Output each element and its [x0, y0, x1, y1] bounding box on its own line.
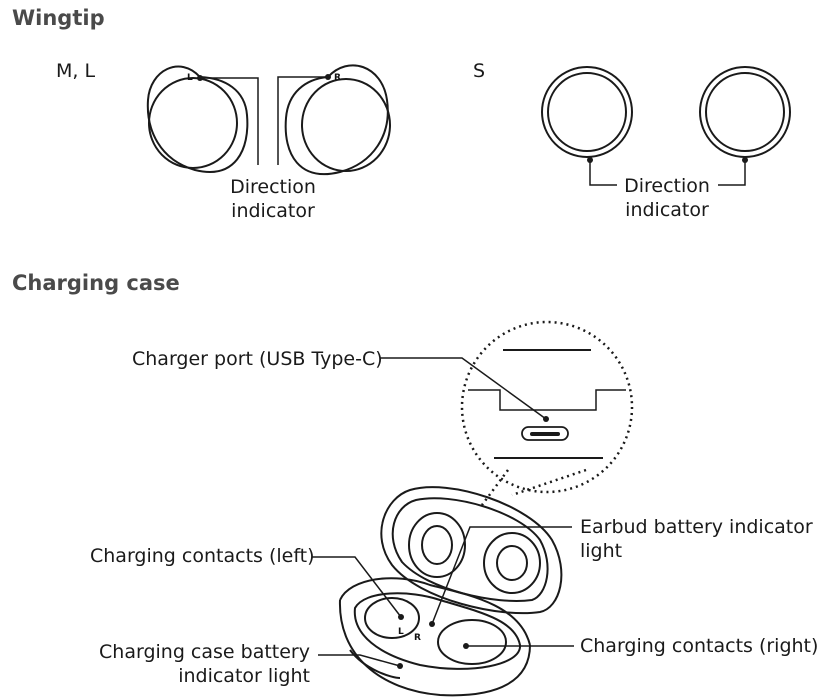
wingtip-marker-r: R: [334, 73, 341, 83]
earbud-light-line1: Earbud battery indicator: [580, 516, 813, 538]
charging-case-heading: Charging case: [12, 271, 180, 295]
charger-port-leader: [380, 357, 547, 420]
right-leader-line: [277, 76, 328, 165]
earbud-battery-light-label: Earbud battery indicator light: [580, 515, 813, 563]
case-light-line1: Charging case battery: [99, 641, 310, 663]
charging-contacts-left-label: Charging contacts (left): [90, 545, 315, 567]
ml-callout-line1: Direction: [230, 176, 316, 198]
charging-case-illustration: [338, 486, 563, 697]
wingtip-heading: Wingtip: [12, 6, 105, 30]
s-left-leader: [589, 160, 617, 186]
case-light-leader: [318, 654, 401, 667]
wingtip-s-illustration: [541, 66, 791, 158]
ml-direction-indicator-label: Direction indicator: [218, 175, 328, 223]
ml-callout-line2: indicator: [231, 200, 315, 222]
s-callout-line2: indicator: [625, 199, 709, 221]
wingtip-marker-l: L: [187, 73, 193, 83]
charger-port-label: Charger port (USB Type-C): [132, 348, 383, 370]
s-callout-line1: Direction: [624, 175, 710, 197]
wingtip-ml-right-illustration: [284, 64, 391, 175]
case-battery-light-label: Charging case battery indicator light: [95, 640, 310, 688]
left-leader-line: [200, 77, 259, 165]
s-direction-indicator-label: Direction indicator: [612, 174, 722, 222]
charging-contacts-right-label: Charging contacts (right): [580, 635, 819, 657]
left-contacts-leader: [312, 556, 402, 618]
size-label-s: S: [473, 60, 486, 82]
earbud-light-line2: light: [580, 540, 623, 562]
case-marker-r: R: [414, 633, 421, 643]
case-light-line2: indicator light: [178, 665, 310, 687]
s-right-leader: [718, 160, 746, 186]
wingtip-ml-left-illustration: [146, 65, 249, 173]
size-label-ml: M, L: [56, 60, 96, 82]
earbud-light-leader: [431, 526, 572, 625]
usb-port-zoom-detail: [460, 320, 634, 506]
case-marker-l: L: [398, 627, 404, 637]
